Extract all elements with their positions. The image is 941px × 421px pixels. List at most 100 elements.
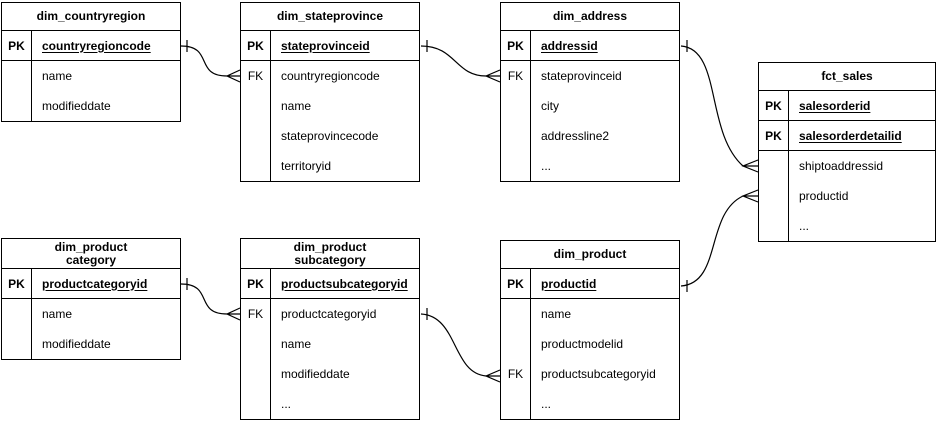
- field-name: ...: [541, 397, 552, 411]
- key-badge: [759, 181, 788, 211]
- key-badge: [501, 151, 530, 181]
- crow-foot-icon: [741, 159, 759, 173]
- table-dim-productsubcategory[interactable]: dim_product subcategory PK productsubcat…: [240, 238, 420, 420]
- relation-wire: [680, 195, 744, 287]
- relation-stateprovince-address[interactable]: [420, 40, 501, 83]
- key-badge: [2, 299, 31, 329]
- field-name: stateprovinceid: [541, 69, 622, 83]
- field-name: name: [42, 69, 73, 83]
- key-badge: [501, 329, 530, 359]
- relation-wire: [420, 45, 487, 77]
- field-name: shiptoaddressid: [799, 159, 884, 173]
- relation-product-fctsales[interactable]: [680, 189, 759, 292]
- field-column: name modifieddate: [32, 61, 180, 121]
- table-dim-stateprovince[interactable]: dim_stateprovince PK stateprovinceid FK …: [240, 2, 420, 182]
- field-column: shiptoaddressid productid ...: [789, 151, 935, 241]
- crow-foot-icon: [225, 69, 241, 83]
- table-row: PK addressid: [501, 31, 679, 61]
- key-badge: [501, 299, 530, 329]
- table-title: dim_countryregion: [2, 3, 180, 31]
- table-body: FK productcategoryid name modifieddate .…: [241, 299, 419, 419]
- field-name: name: [541, 307, 572, 321]
- pk-badge: PK: [241, 31, 271, 60]
- key-column: [2, 299, 32, 359]
- table-body: shiptoaddressid productid ...: [759, 151, 935, 241]
- key-badge: [759, 151, 788, 181]
- crow-foot-icon: [484, 69, 501, 83]
- field-name: stateprovincecode: [281, 129, 379, 143]
- field-name: stateprovinceid: [281, 38, 370, 53]
- table-body: name modifieddate: [2, 299, 180, 359]
- crow-foot-icon: [484, 369, 501, 383]
- fk-badge: FK: [507, 69, 524, 83]
- key-column: FK: [501, 61, 531, 181]
- table-title: fct_sales: [759, 63, 935, 91]
- relation-countryregion-stateprovince[interactable]: [180, 40, 241, 83]
- pk-badge: PK: [501, 31, 531, 60]
- fk-badge: FK: [247, 69, 264, 83]
- field-name: productsubcategoryid: [281, 276, 408, 291]
- table-row: PK stateprovinceid: [241, 31, 419, 61]
- key-badge: [241, 329, 270, 359]
- relation-address-fctsales[interactable]: [680, 40, 759, 173]
- field-name: salesorderdetailid: [799, 128, 902, 143]
- field-column: name modifieddate: [32, 299, 180, 359]
- key-badge: [501, 91, 530, 121]
- key-badge: [2, 61, 31, 91]
- field-name: salesorderid: [799, 98, 871, 113]
- table-dim-productcategory[interactable]: dim_product category PK productcategoryi…: [1, 238, 181, 360]
- pk-badge: PK: [759, 121, 789, 150]
- table-dim-address[interactable]: dim_address PK addressid FK stateprovinc…: [500, 2, 680, 182]
- field-name: city: [541, 99, 559, 113]
- field-column: productcategoryid name modifieddate ...: [271, 299, 419, 419]
- field-name: name: [42, 307, 73, 321]
- field-name: territoryid: [281, 159, 332, 173]
- table-dim-product[interactable]: dim_product PK productid FK name product…: [500, 240, 680, 420]
- key-column: FK: [241, 299, 271, 419]
- key-badge: [2, 91, 31, 121]
- table-title: dim_product: [501, 241, 679, 269]
- table-dim-countryregion[interactable]: dim_countryregion PK countryregioncode n…: [1, 2, 181, 122]
- table-row: PK countryregioncode: [2, 31, 180, 61]
- field-name: productid: [541, 276, 597, 291]
- key-badge: [241, 91, 270, 121]
- field-name: name: [281, 337, 312, 351]
- table-row: PK productid: [501, 269, 679, 299]
- field-name: ...: [799, 219, 810, 233]
- field-name: productmodelid: [541, 337, 624, 351]
- field-column: name productmodelid productsubcategoryid…: [531, 299, 679, 419]
- key-badge: [2, 329, 31, 359]
- relation-productsubcategory-product[interactable]: [420, 308, 501, 383]
- field-name: addressid: [541, 38, 598, 53]
- field-name: productsubcategoryid: [541, 367, 656, 381]
- field-name: productcategoryid: [281, 307, 377, 321]
- pk-badge: PK: [2, 269, 32, 298]
- pk-badge: PK: [759, 91, 789, 120]
- crow-foot-icon: [741, 189, 759, 203]
- table-title: dim_address: [501, 3, 679, 31]
- field-name: modifieddate: [281, 367, 350, 381]
- crow-foot-icon: [225, 307, 241, 321]
- table-row: PK salesorderdetailid: [759, 121, 935, 151]
- table-body: FK name productmodelid productsubcategor…: [501, 299, 679, 419]
- relation-productcategory-productsubcategory[interactable]: [180, 278, 241, 321]
- table-title: dim_product category: [2, 239, 180, 269]
- field-name: ...: [541, 159, 552, 173]
- field-column: stateprovinceid city addressline2 ...: [531, 61, 679, 181]
- field-name: addressline2: [541, 129, 610, 143]
- table-fct-sales[interactable]: fct_sales PK salesorderid PK salesorderd…: [758, 62, 936, 242]
- table-body: FK countryregioncode name stateprovincec…: [241, 61, 419, 181]
- field-name: modifieddate: [42, 99, 111, 113]
- key-badge: [241, 359, 270, 389]
- field-name: countryregioncode: [42, 38, 151, 53]
- field-name: modifieddate: [42, 337, 111, 351]
- pk-badge: PK: [241, 269, 271, 298]
- key-column: [759, 151, 789, 241]
- table-body: FK stateprovinceid city addressline2 ...: [501, 61, 679, 181]
- fk-badge: FK: [247, 307, 264, 321]
- key-badge: [241, 121, 270, 151]
- pk-badge: PK: [501, 269, 531, 298]
- field-name: name: [281, 99, 312, 113]
- pk-badge: PK: [2, 31, 32, 60]
